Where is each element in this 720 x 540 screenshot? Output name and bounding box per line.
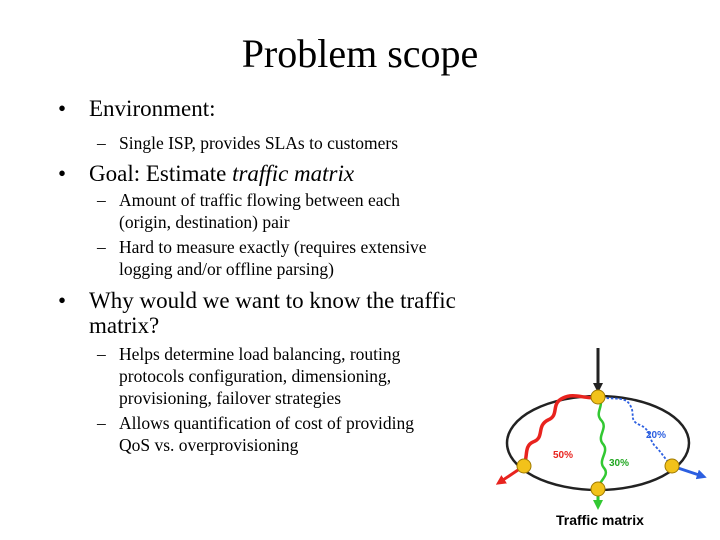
node-top — [590, 389, 606, 405]
green-percent-label: 30% — [609, 458, 629, 469]
slide-title: Problem scope — [241, 31, 479, 76]
bullet-marker: • — [58, 288, 67, 313]
bullet-marker: • — [58, 161, 67, 186]
dash-marker: – — [97, 237, 106, 257]
traffic-matrix-diagram: 50% 30% 20% — [495, 348, 707, 510]
dash-marker: – — [97, 133, 106, 153]
emphasis-text: traffic matrix — [232, 161, 355, 186]
blue-traffic-path — [597, 396, 673, 467]
bullet-text: Environment: — [89, 96, 216, 121]
figure-caption: Traffic matrix — [556, 512, 644, 528]
bullet-text-prefix: Goal: Estimate — [89, 161, 233, 186]
bullet-marker: • — [58, 96, 67, 121]
sub-bullet-text-line2: protocols configuration, dimensioning, — [119, 366, 392, 386]
sub-bullet-text: Amount of traffic flowing between each — [119, 190, 401, 210]
node-bottom — [590, 481, 606, 497]
sub-bullet-text-line2: (origin, destination) pair — [119, 212, 290, 232]
dash-marker: – — [97, 413, 106, 433]
sub-bullet-text: Helps determine load balancing, routing — [119, 344, 401, 364]
bullet-text: Goal: Estimate traffic matrix — [89, 161, 354, 186]
dash-marker: – — [97, 344, 106, 364]
red-percent-label: 50% — [553, 450, 573, 461]
sub-bullet-text-line3: provisioning, failover strategies — [119, 388, 342, 408]
sub-bullet-text-line2: QoS vs. overprovisioning — [119, 435, 299, 455]
dash-marker: – — [97, 190, 106, 210]
sub-bullet-text: Single ISP, provides SLAs to customers — [119, 133, 399, 153]
bullet-text: Why would we want to know the traffic — [89, 288, 456, 313]
sub-bullet-text-line2: logging and/or offline parsing) — [119, 259, 334, 279]
node-right — [664, 458, 680, 474]
blue-percent-label: 20% — [646, 430, 666, 441]
sub-bullet-text: Hard to measure exactly (requires extens… — [119, 237, 427, 257]
node-left — [516, 458, 532, 474]
green-traffic-path — [596, 396, 608, 489]
sub-bullet-text: Allows quantification of cost of providi… — [119, 413, 415, 433]
bullet-text-line2: matrix? — [89, 313, 160, 338]
red-traffic-path — [522, 393, 599, 466]
